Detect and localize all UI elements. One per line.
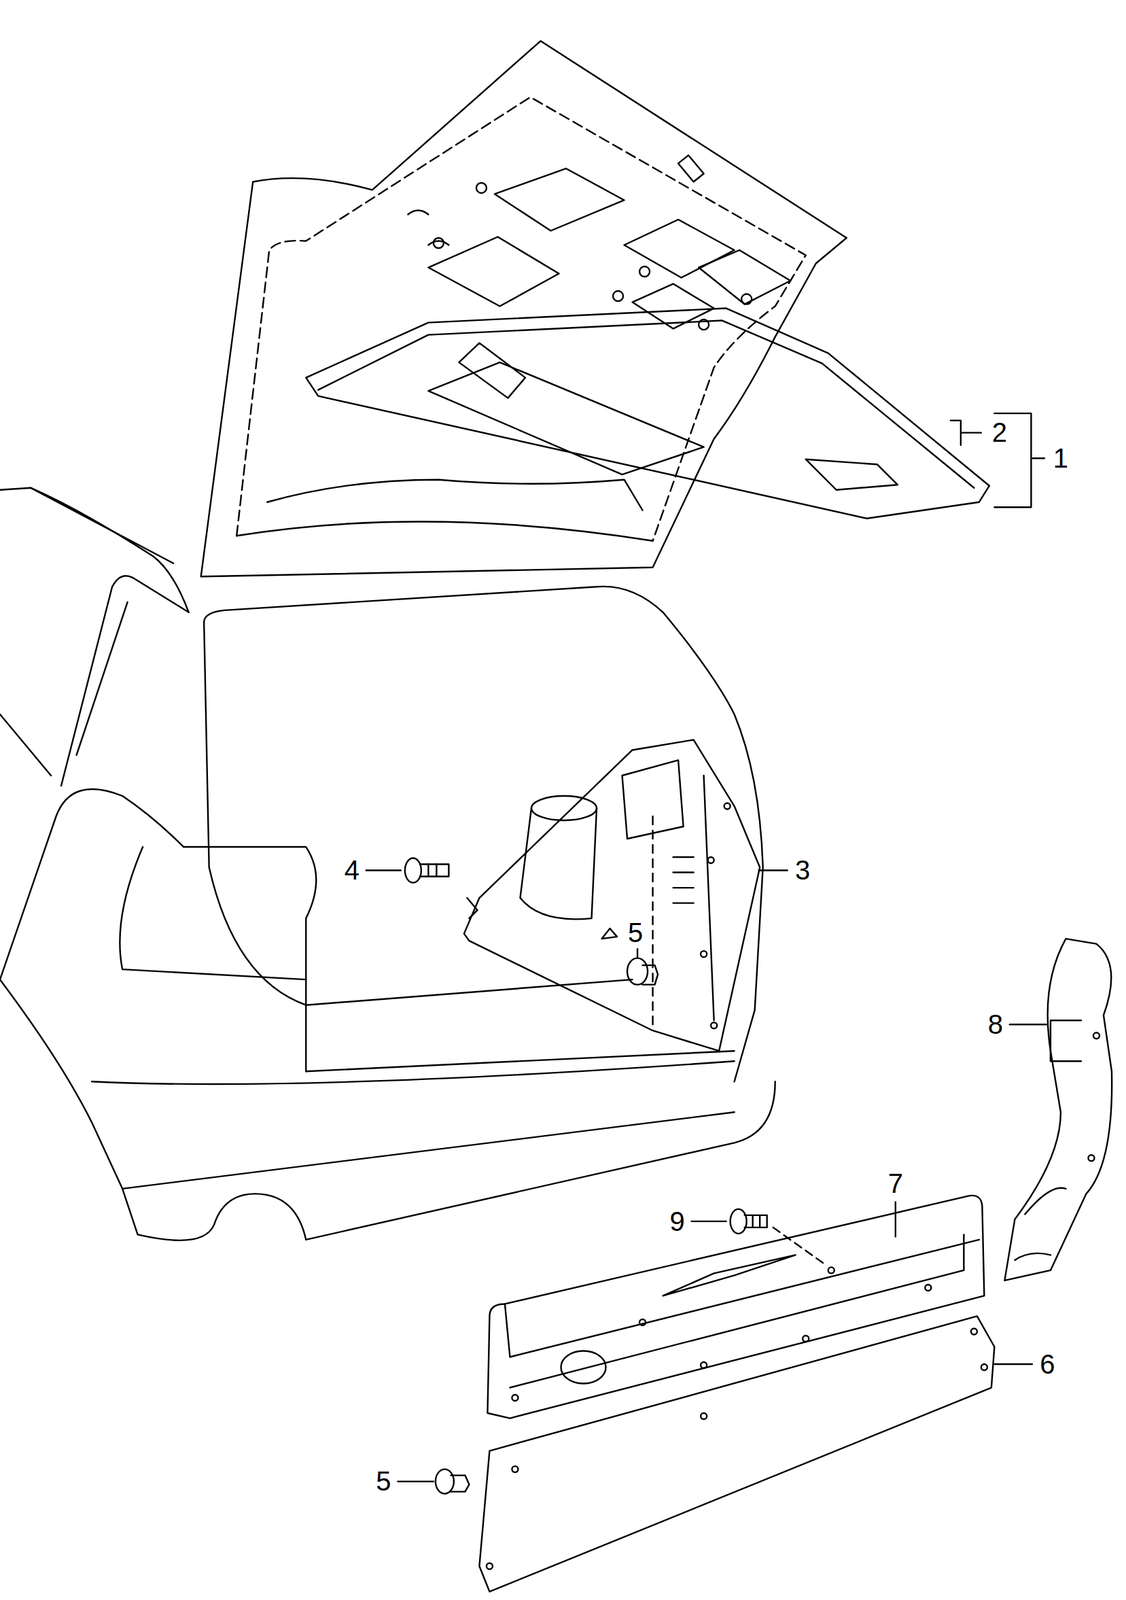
callout-number: 1 [1051, 443, 1071, 473]
callout-number: 7 [886, 1168, 906, 1199]
callout-number: 5 [373, 1465, 393, 1496]
callout-number: 8 [986, 1009, 1006, 1040]
callout-number: 5 [625, 917, 645, 948]
callout-number: 2 [990, 417, 1010, 448]
callout-number: 4 [342, 854, 362, 885]
callout-number: 6 [1037, 1348, 1057, 1379]
callout-number: 9 [667, 1206, 687, 1237]
callout-number: 3 [793, 854, 813, 885]
